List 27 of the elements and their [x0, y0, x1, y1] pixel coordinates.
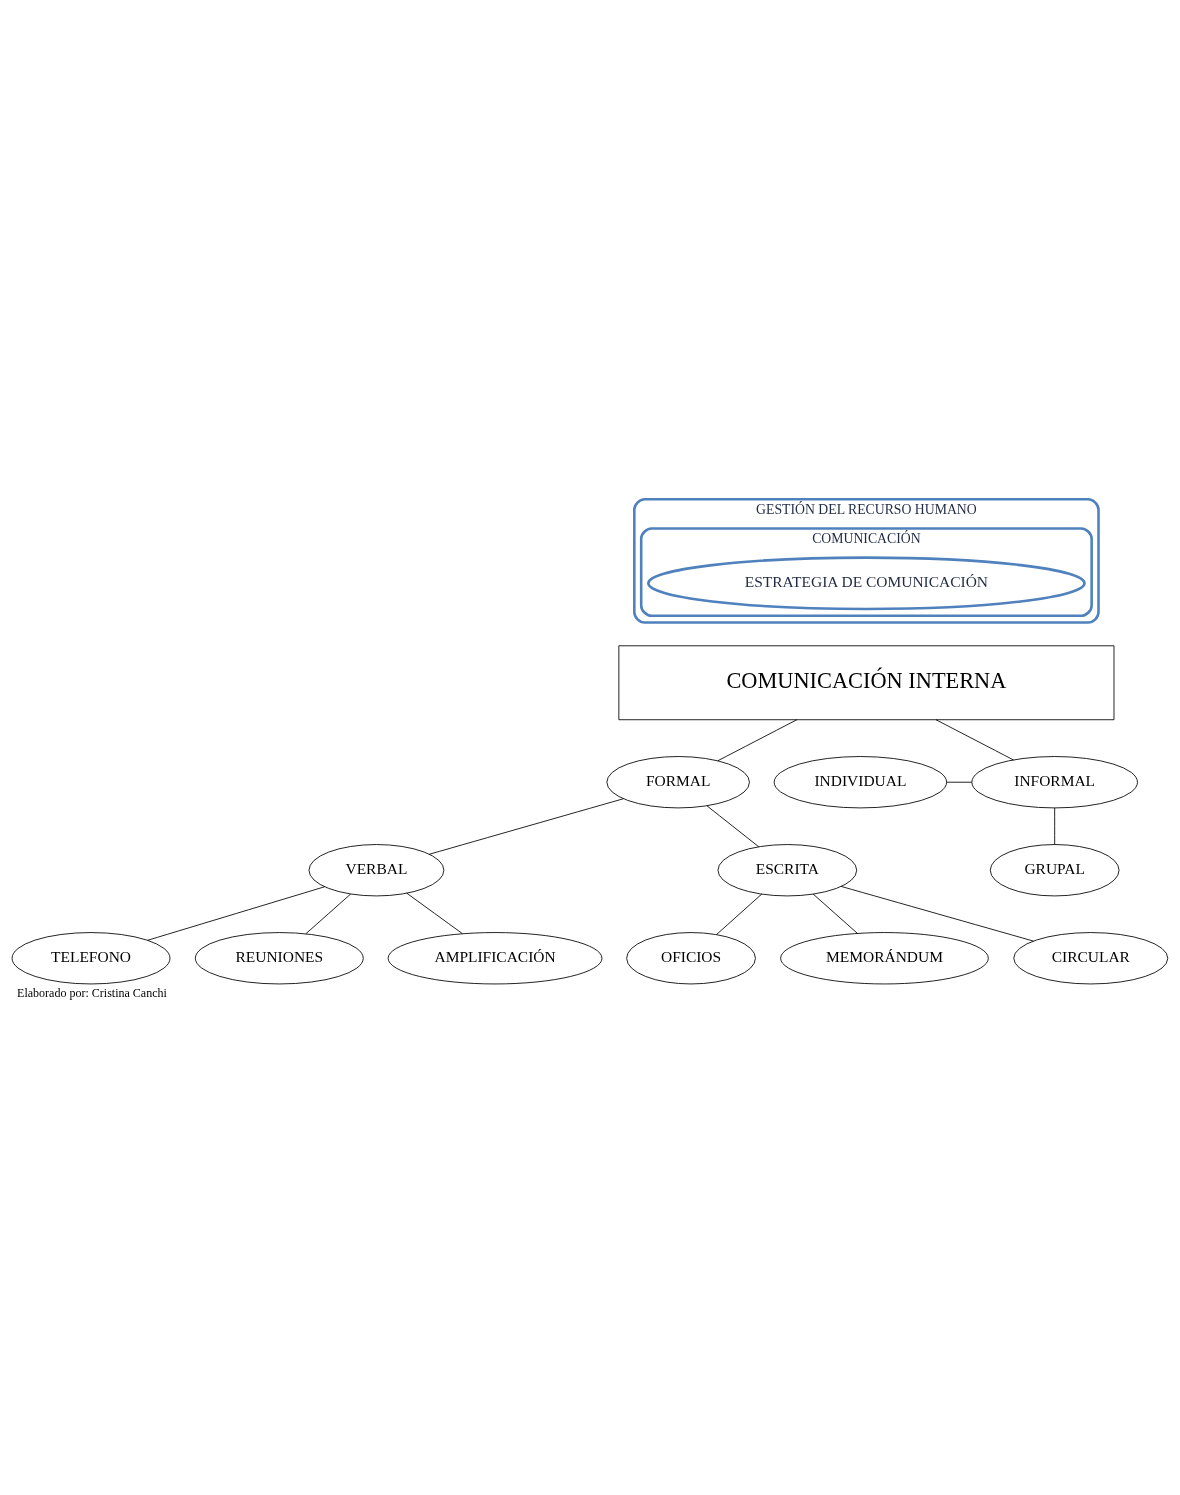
node-ellipse: ESCRITA — [717, 843, 858, 896]
connector — [305, 893, 352, 934]
connector — [717, 718, 798, 761]
connector — [715, 893, 763, 935]
node-ellipse: INDIVIDUAL — [773, 755, 948, 808]
node-ellipse: TELEFONO — [11, 931, 171, 984]
connector — [1054, 806, 1056, 845]
node-ellipse: VERBAL — [308, 843, 445, 896]
node-box: COMUNICACIÓN INTERNA — [618, 644, 1115, 720]
node-ellipse: REUNIONES — [194, 931, 364, 984]
node-ellipse: CIRCULAR — [1013, 931, 1169, 984]
caption: Elaborado por: Cristina Canchi — [17, 985, 167, 1000]
connector — [935, 718, 1014, 760]
node-ellipse: ESTRATEGIA DE COMUNICACIÓN — [647, 555, 1086, 610]
node-ellipse: MEMORÁNDUM — [780, 931, 989, 984]
connector — [946, 781, 973, 783]
node-ellipse: FORMAL — [606, 755, 750, 808]
connector — [147, 885, 326, 941]
node-ellipse: AMPLIFICACIÓN — [387, 931, 603, 984]
connector — [428, 797, 624, 855]
connector — [706, 804, 760, 847]
connector — [812, 893, 858, 934]
node-ellipse: GRUPAL — [989, 843, 1120, 896]
node-ellipse: OFICIOS — [626, 931, 756, 984]
connector — [840, 885, 1034, 942]
node-ellipse: INFORMAL — [971, 755, 1138, 808]
connector — [406, 892, 463, 934]
